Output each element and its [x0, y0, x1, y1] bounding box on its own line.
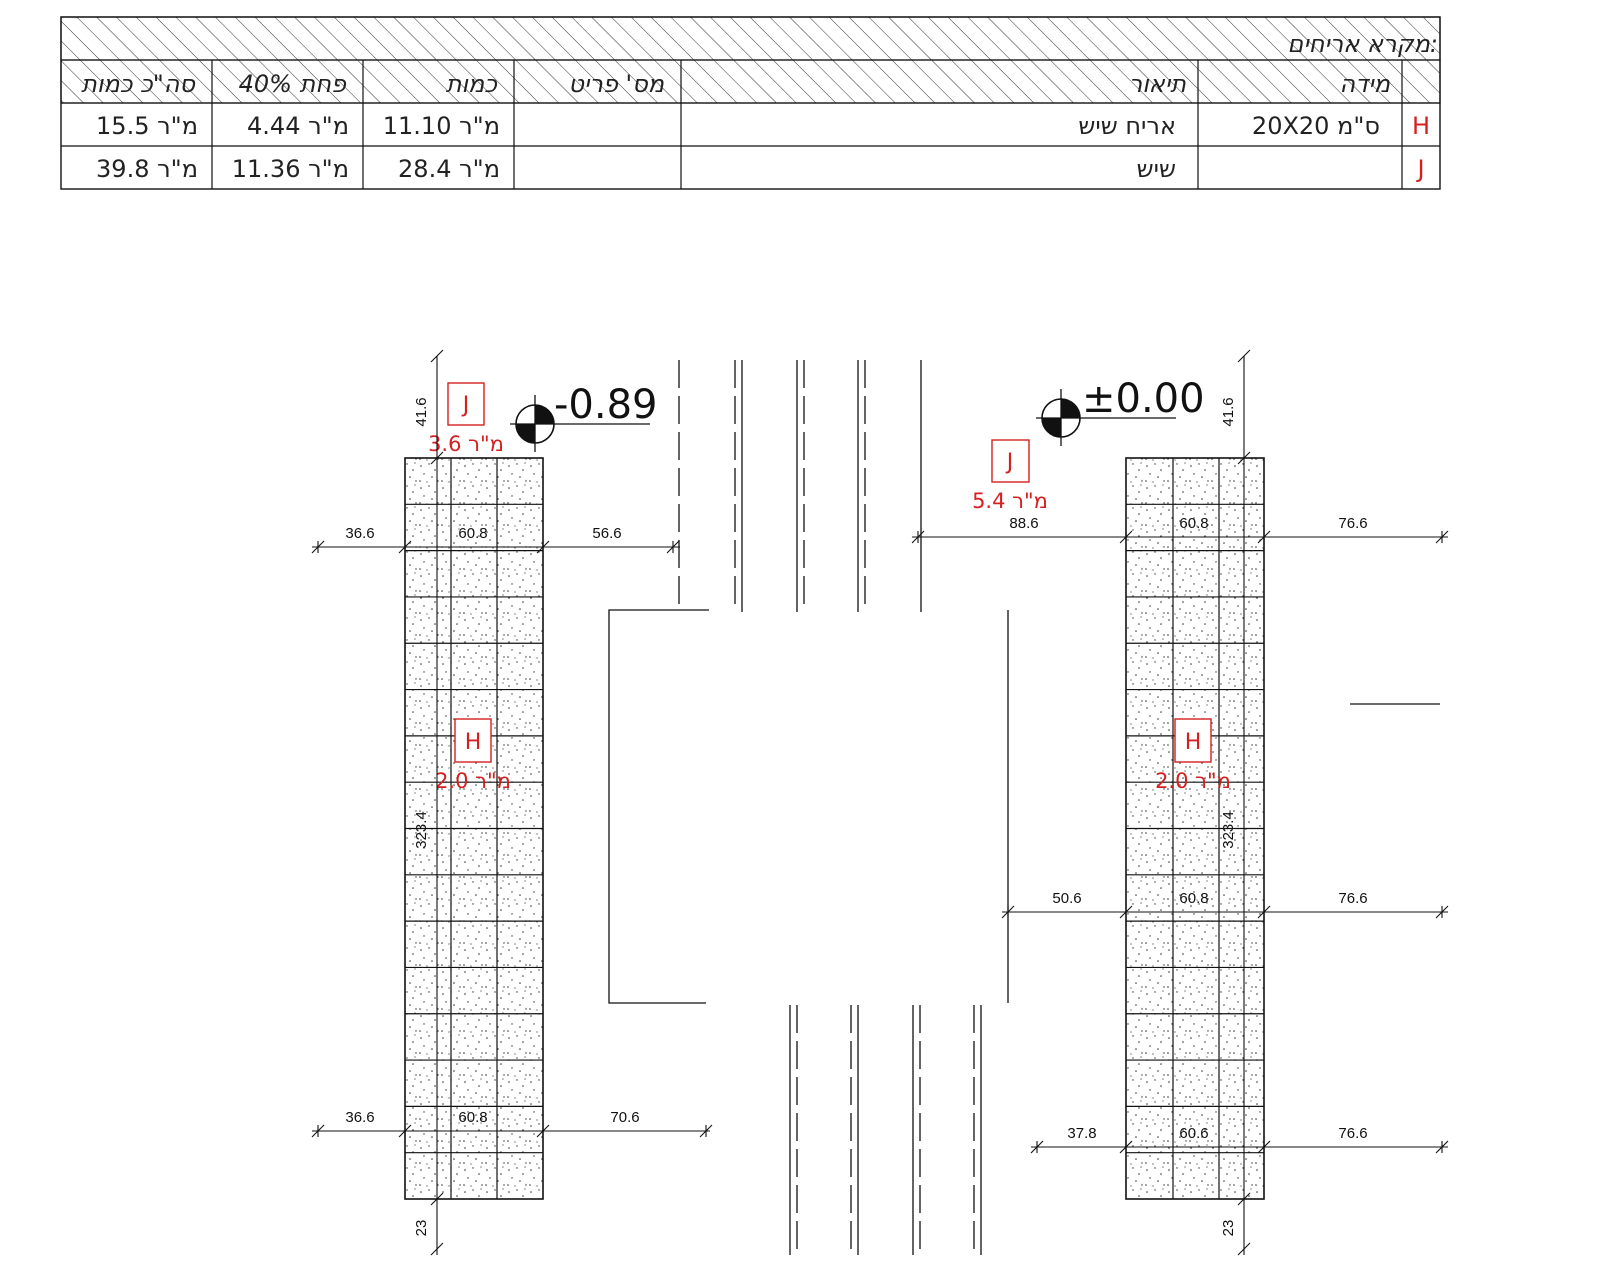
dim-left-r2-a: 36.6 [345, 1109, 374, 1126]
tag-code: H [465, 730, 482, 755]
row-total: 39.8 מ"ר [96, 155, 198, 183]
table-row: H 20X20 ס"מ אריח שיש 11.10 מ"ר 4.44 מ"ר … [96, 112, 1430, 140]
dim-right-r3-a: 37.8 [1067, 1125, 1096, 1142]
row-code: H [1412, 112, 1430, 140]
row-code: J [1415, 155, 1424, 183]
dim-left-r2-b: 60.8 [458, 1109, 487, 1126]
dim-right-bottom: 23 [1220, 1220, 1237, 1237]
dim-right-r1-b: 60.8 [1179, 515, 1208, 532]
tag-area: 5.4 מ"ר [972, 489, 1048, 513]
header-item-no: מס' פריט [568, 70, 664, 98]
dim-left-bottom: 23 [413, 1220, 430, 1237]
level-marker-right: ±0.00 [1036, 376, 1205, 446]
row-quantity: 11.10 מ"ר [383, 112, 500, 140]
tag-area: 2.0 מ"ר [435, 769, 511, 793]
tag-area: 2.0 מ"ר [1155, 769, 1231, 793]
dimension-labels: 41.6 323.4 23 41.6 323.4 23 36.6 60.8 56… [345, 397, 1367, 1236]
row-quantity: 28.4 מ"ר [398, 155, 500, 183]
row-waste: 4.44 מ"ר [247, 112, 349, 140]
dim-right-r2-a: 50.6 [1052, 890, 1081, 907]
row-waste: 11.36 מ"ר [232, 155, 349, 183]
dim-right-r3-c: 76.6 [1338, 1125, 1367, 1142]
dim-left-r1-a: 36.6 [345, 525, 374, 542]
tag-code: J [1005, 450, 1014, 475]
center-opening [608, 360, 1440, 1255]
dim-left-r1-b: 60.8 [458, 525, 487, 542]
dim-left-height: 323.4 [413, 811, 430, 849]
header-description: תיאור [1129, 70, 1186, 98]
dim-left-top: 41.6 [413, 397, 430, 426]
header-quantity: כמות [446, 70, 498, 98]
header-total: סה"כ כמות [81, 70, 196, 98]
dim-right-r2-b: 60.8 [1179, 890, 1208, 907]
legend-title: מקרא אריחים: [1287, 30, 1438, 58]
dim-left-r1-c: 56.6 [592, 525, 621, 542]
level-label-right: ±0.00 [1082, 376, 1205, 422]
tag-code: H [1185, 730, 1202, 755]
tag-area: 3.6 מ"ר [428, 432, 504, 456]
dim-right-r2-c: 76.6 [1338, 890, 1367, 907]
row-description: אריח שיש [1078, 112, 1176, 140]
tag-code: J [461, 393, 470, 418]
tile-legend-table: מקרא אריחים: מידה תיאור מס' פריט כמות פח… [60, 16, 1441, 190]
tile-tag-right-j: J 5.4 מ"ר [972, 439, 1048, 513]
dim-right-r1-c: 76.6 [1338, 515, 1367, 532]
row-description: שיש [1137, 155, 1176, 183]
level-marker-left: -0.89 [510, 382, 658, 452]
table-row: J שיש 28.4 מ"ר 11.36 מ"ר 39.8 מ"ר [96, 155, 1425, 183]
row-size: 20X20 ס"מ [1252, 112, 1380, 140]
dim-right-top: 41.6 [1220, 397, 1237, 426]
dimensions [311, 349, 1449, 1256]
level-label-left: -0.89 [554, 382, 658, 428]
tile-tag-right-h: H 2.0 מ"ר [1155, 718, 1231, 793]
dim-right-r1-a: 88.6 [1009, 515, 1038, 532]
header-size: מידה [1340, 70, 1391, 98]
tile-tag-left-h: H 2.0 מ"ר [435, 718, 511, 793]
header-waste: פחת 40% [239, 70, 347, 98]
dim-right-r3-b: 60.6 [1179, 1125, 1208, 1142]
tile-tag-left-j: J 3.6 מ"ר [428, 382, 504, 456]
row-total: 15.5 מ"ר [96, 112, 198, 140]
left-tile-strip [404, 457, 544, 1200]
dim-right-height: 323.4 [1220, 811, 1237, 849]
right-tile-strip [1125, 457, 1265, 1200]
dim-left-r2-c: 70.6 [610, 1109, 639, 1126]
